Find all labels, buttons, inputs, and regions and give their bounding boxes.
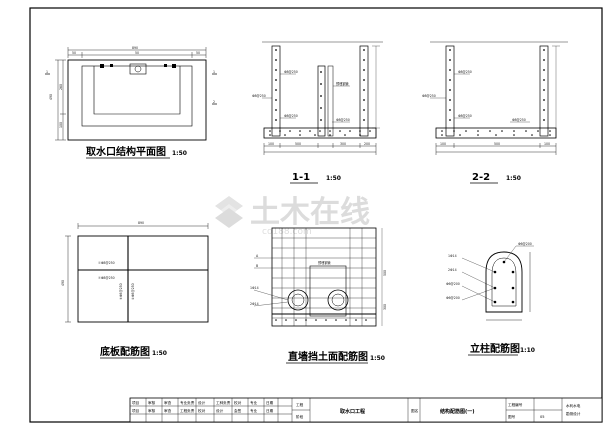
slab-bar-4: ④Φ8@250 <box>131 283 135 300</box>
s1-dim-4: 200 <box>364 142 370 146</box>
tb-drawing-label: 图名 <box>411 408 419 413</box>
plan-section-mark-2: 2 <box>213 100 215 104</box>
wall-reinforcement-view: A B 1Φ14 2Φ14 预埋钢管 500 300 直墙挡土面配筋图 1:50 <box>250 227 387 364</box>
tb-r1-c9: 日期 <box>266 400 274 405</box>
section-2-2: Φ8@250 Φ8@250 Φ8@250 Φ8@250 100 500 100 … <box>422 41 568 184</box>
plan-dim-top-c: 50 <box>196 51 200 55</box>
slab-bar-1: ①Φ8@250 <box>98 261 115 265</box>
tb-r1-c8: 专业 <box>250 400 258 405</box>
column-label-4: Φ6@200 <box>446 296 460 300</box>
tb-r2-c7: 会签 <box>234 408 242 413</box>
s2-dim-3: 100 <box>544 142 550 146</box>
slab-dim-left: 490 <box>61 280 65 286</box>
slab-title: 底板配筋图 <box>100 345 150 358</box>
plan-dim-top-a: 50 <box>72 51 76 55</box>
wall-note: 预埋钢管 <box>318 260 331 265</box>
plan-title: 取水口结构平面图 <box>86 145 166 158</box>
slab-bar-2: ②Φ8@250 <box>98 276 115 280</box>
tb-no-value: 05 <box>540 415 545 419</box>
column-title: 立柱配筋图 <box>470 342 520 355</box>
plan-dim-top-b: 50 <box>135 51 139 55</box>
s2-dim-2: 500 <box>494 142 500 146</box>
tb-r2-c2: 审核 <box>148 408 156 413</box>
tb-r1-c5: 设计 <box>198 400 206 405</box>
s1-rebar-d: Φ8@250 <box>336 118 350 122</box>
s2-rebar-c: Φ8@250 <box>458 114 472 118</box>
plan-dim-top-total: 890 <box>132 46 138 50</box>
watermark: 土木在线 co188.com <box>215 195 370 237</box>
plan-view: 890 50 50 50 490 260 100 1 1 2 取水口结构平面图 … <box>45 46 217 159</box>
column-label-top: Φ6@200 <box>518 242 532 246</box>
tb-drawing-title: 结构配筋图(一) <box>440 408 475 415</box>
wall-title: 直墙挡土面配筋图 <box>288 350 368 363</box>
watermark-text: 土木在线 <box>250 195 370 230</box>
s1-dim-2: 500 <box>295 142 301 146</box>
tb-no-label-1: 工程编号 <box>508 402 523 407</box>
s1-note: 预埋钢管 <box>336 81 349 86</box>
tb-stage-label-2: 阶段 <box>296 414 304 419</box>
slab-scale: 1:50 <box>152 350 167 357</box>
slab-bar-3: ③Φ8@250 <box>119 283 123 300</box>
tb-r2-c3: 审查 <box>164 408 172 413</box>
watermark-logo-icon <box>215 196 243 228</box>
tb-right-label-2: 勘测设计 <box>566 411 581 416</box>
s2-rebar-d: Φ8@250 <box>512 118 526 122</box>
wall-dim-2: 300 <box>383 304 387 310</box>
tb-r2-c5: 校对 <box>198 408 206 413</box>
tb-r1-c6: 工种负责 <box>216 400 231 405</box>
plan-dim-left-total: 490 <box>49 94 53 100</box>
section-1-scale: 1:50 <box>326 175 341 182</box>
s1-rebar-a: Φ8@250 <box>284 70 298 74</box>
tb-r1-c3: 审查 <box>164 400 172 405</box>
plan-scale: 1:50 <box>172 150 187 157</box>
wall-scale: 1:50 <box>370 355 385 362</box>
s2-rebar-b: Φ8@250 <box>422 94 436 98</box>
section-2-title: 2-2 <box>472 172 490 183</box>
column-label-1: 1Φ14 <box>448 254 457 258</box>
tb-r2-c8: 专业 <box>250 408 258 413</box>
tb-r2-c6: 设计 <box>216 408 224 413</box>
tb-r1-c1: 项目 <box>132 400 139 405</box>
column-scale: 1:10 <box>520 347 535 354</box>
wall-label-d: 2Φ14 <box>250 302 259 306</box>
s1-rebar-c: Φ8@250 <box>284 114 298 118</box>
wall-label-b: B <box>256 264 258 268</box>
plan-section-mark-1b: 1 <box>213 70 215 74</box>
s2-dim-1: 100 <box>440 142 446 146</box>
plan-section-mark-1: 1 <box>46 70 48 74</box>
tb-right-label-1: 水利水电 <box>566 403 581 408</box>
tb-project: 取水口工程 <box>340 408 365 415</box>
tb-r2-c1: 项目 <box>132 408 139 413</box>
plan-dim-left-c: 100 <box>59 122 63 128</box>
tb-r2-c4: 工程负责 <box>180 408 195 413</box>
tb-stage-label: 工程 <box>296 402 304 407</box>
tb-r2-c9: 日期 <box>266 408 274 413</box>
tb-no-label-2: 图号 <box>508 414 516 419</box>
tb-r1-c2: 审核 <box>148 400 156 405</box>
s1-dim-1: 100 <box>268 142 274 146</box>
tb-r1-c4: 专业负责 <box>180 400 195 405</box>
s1-dim-3: 300 <box>340 142 346 146</box>
s1-rebar-b: Φ8@250 <box>252 94 266 98</box>
tb-r1-c7: 校对 <box>234 400 242 405</box>
column-reinforcement-view: 1Φ14 2Φ14 Φ6@200 Φ6@200 Φ6@200 立柱配筋图 1:1… <box>446 242 535 356</box>
watermark-subtext: co188.com <box>262 227 312 237</box>
column-label-3: Φ6@200 <box>446 282 460 286</box>
plan-dim-left-a: 260 <box>59 84 63 90</box>
title-block: 项目 审核 审查 专业负责 设计 工种负责 校对 专业 日期 项目 审核 审查 … <box>129 397 603 423</box>
column-label-2: 2Φ14 <box>448 268 457 272</box>
slab-dim-top: 890 <box>138 221 144 225</box>
slab-reinforcement-view: 890 490 ①Φ8@250 ②Φ8@250 ③Φ8@250 ④Φ8@250 … <box>61 221 209 359</box>
section-1-1: Φ8@250 Φ8@250 Φ8@250 预埋钢管 Φ8@250 100 500… <box>252 41 383 184</box>
wall-dim-1: 500 <box>383 270 387 276</box>
s2-rebar-a: Φ8@250 <box>458 70 472 74</box>
section-1-title: 1-1 <box>292 172 310 183</box>
section-2-scale: 1:50 <box>506 175 521 182</box>
wall-label-a: A <box>256 254 259 258</box>
wall-label-c: 1Φ14 <box>250 286 259 290</box>
